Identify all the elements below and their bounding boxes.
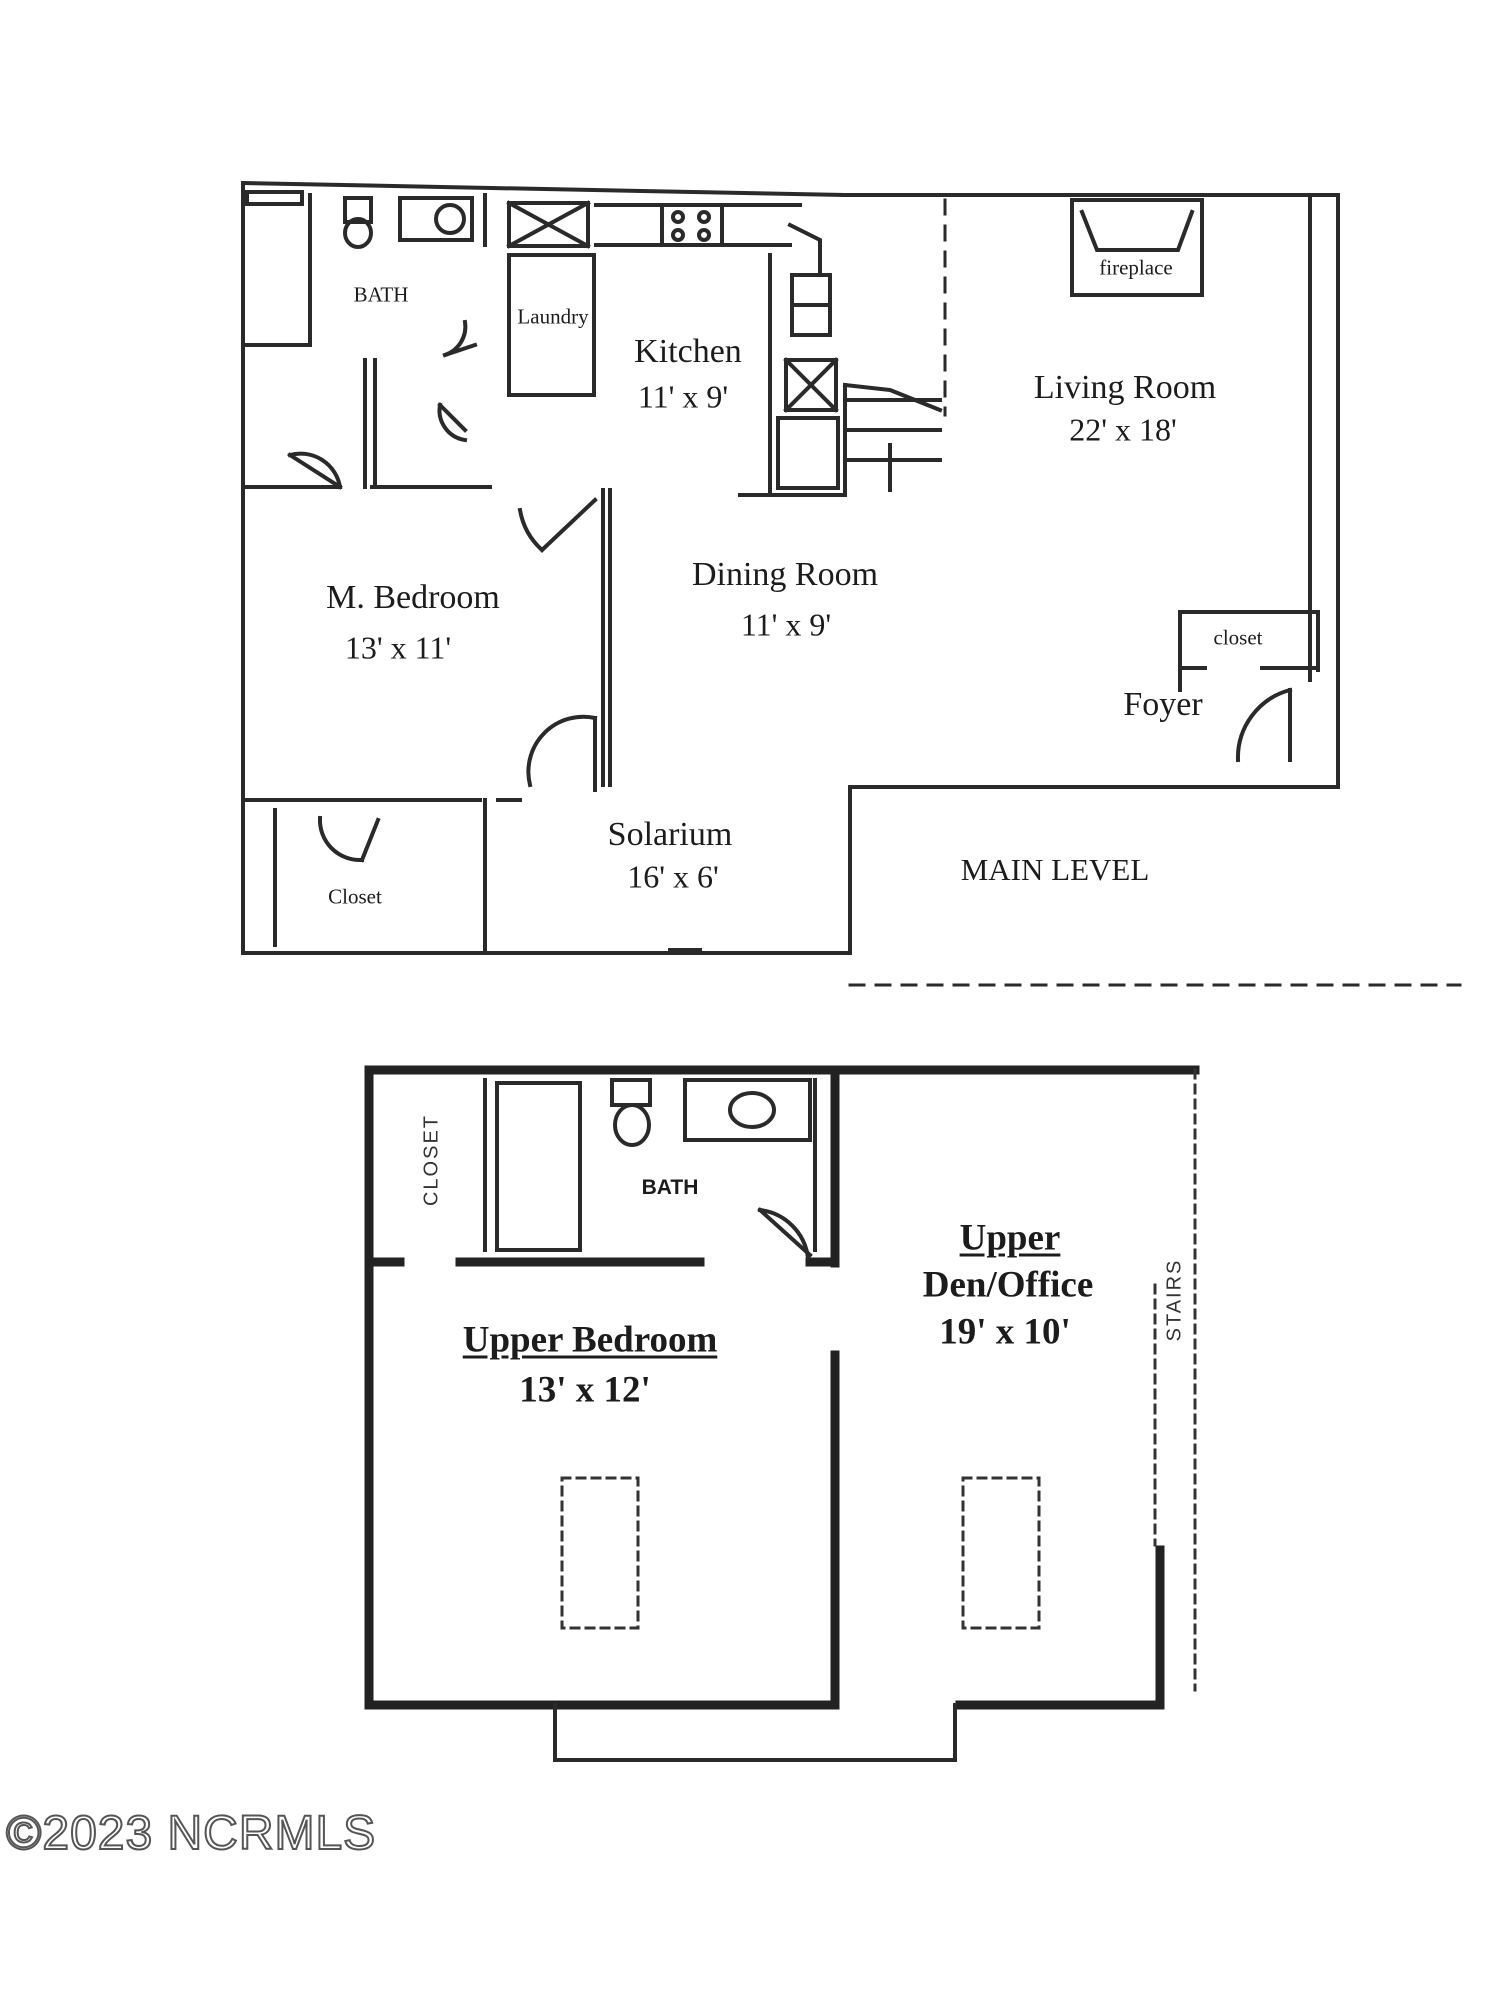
kitchen-dimensions: 11' x 9' xyxy=(637,378,729,415)
upper-level-walls xyxy=(364,1065,1200,1710)
main-level-walls xyxy=(240,180,1340,955)
upper-den-dimensions: 19' x 10' xyxy=(939,1311,1071,1353)
living-room-label: Living Room xyxy=(1033,369,1217,406)
stairs-label: STAIRS xyxy=(1163,1258,1186,1342)
main-level-title: MAIN LEVEL xyxy=(960,852,1150,887)
laundry-label: Laundry xyxy=(517,304,589,329)
upper-bath-label: BATH xyxy=(641,1176,699,1199)
upper-closet-label: CLOSET xyxy=(420,1113,443,1207)
foyer-closet-label: closet xyxy=(1213,625,1263,650)
upper-den-label-line1: Upper xyxy=(959,1217,1061,1259)
bath-label: BATH xyxy=(353,282,409,307)
copyright-watermark: ©2023 NCRMLS xyxy=(5,1806,377,1861)
m-bedroom-label: M. Bedroom xyxy=(326,579,500,616)
m-bedroom-dimensions: 13' x 11' xyxy=(344,629,452,666)
kitchen-label: Kitchen xyxy=(634,333,742,370)
foyer-label: Foyer xyxy=(1123,686,1203,723)
upper-den-label-line2: Den/Office xyxy=(922,1264,1094,1306)
solarium-label: Solarium xyxy=(607,816,733,853)
dining-room-label: Dining Room xyxy=(691,556,879,593)
upper-bedroom-dimensions: 13' x 12' xyxy=(519,1369,651,1411)
solarium-dimensions: 16' x 6' xyxy=(627,858,719,895)
bedroom-closet-label: Closet xyxy=(328,884,382,909)
dining-room-dimensions: 11' x 9' xyxy=(740,606,832,643)
living-room-dimensions: 22' x 18' xyxy=(1069,411,1177,448)
fireplace-label: fireplace xyxy=(1099,255,1173,280)
upper-bedroom-label: Upper Bedroom xyxy=(462,1319,718,1361)
